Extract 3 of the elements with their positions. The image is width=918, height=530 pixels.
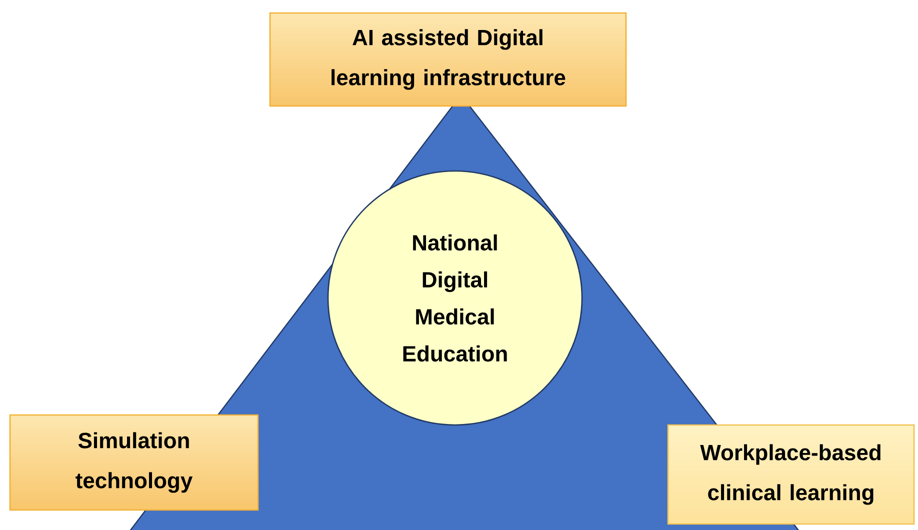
label-box: Workplace-based clinical learning [667,424,915,525]
label-box: Simulation technology [9,414,259,511]
label-box: AI assisted Digital learning infrastructure [269,12,627,107]
